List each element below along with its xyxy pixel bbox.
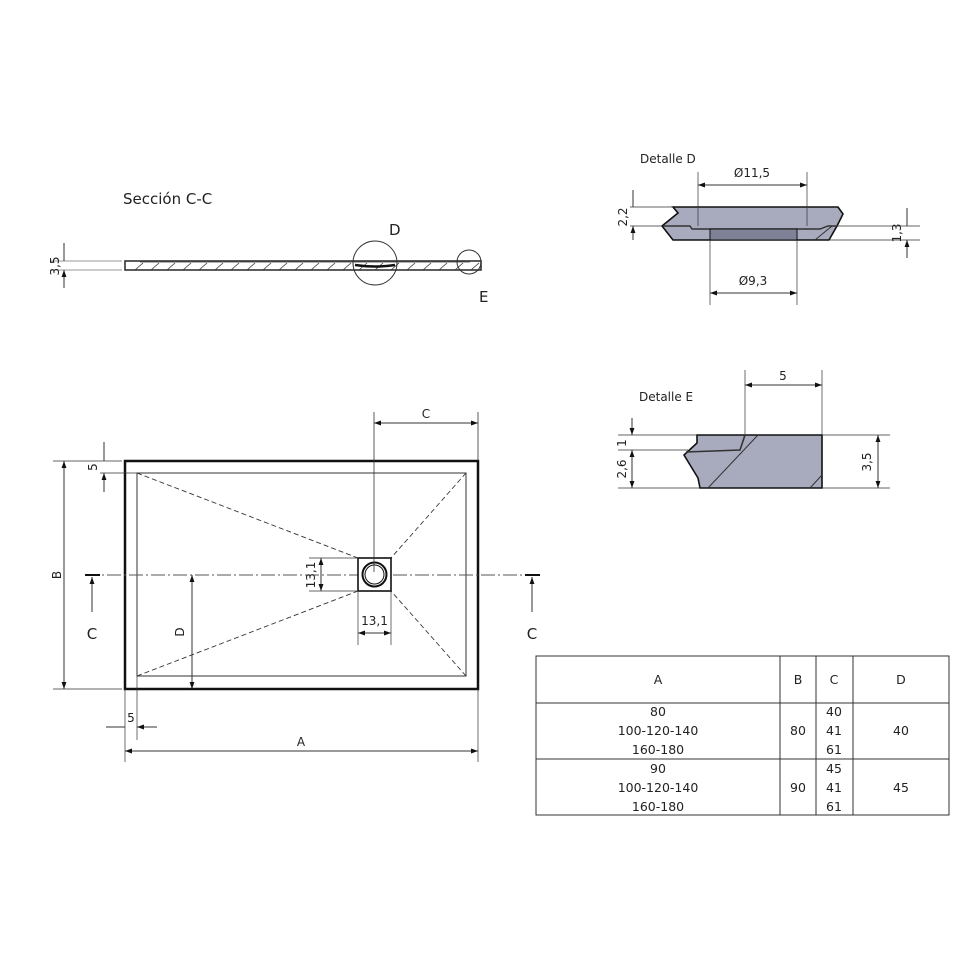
hatch-line: [406, 262, 416, 271]
section-c-c: Sección C-C D E 3,5: [48, 190, 488, 306]
detail-e-circle: [456, 249, 482, 275]
hatch-line: [262, 262, 272, 271]
top-step-label: 1: [615, 439, 629, 447]
hatch-line: [198, 262, 208, 271]
height-total-label: 2,2: [616, 207, 630, 226]
section-title: Sección C-C: [123, 190, 212, 208]
cell-a: 90: [650, 761, 666, 776]
section-label-left: C: [87, 625, 97, 643]
detail-d: Detalle D Ø11,5 Ø9,3 2,2 1,3: [616, 152, 920, 305]
cell-b: 90: [790, 780, 806, 795]
hatch-line: [134, 262, 144, 271]
section-hatching: [134, 262, 480, 271]
width-label: 5: [779, 369, 787, 383]
border-top-label: 5: [86, 463, 100, 471]
header-b: B: [794, 672, 803, 687]
cell-c: 61: [826, 799, 842, 814]
dimension-b-label: B: [50, 571, 64, 579]
detail-e-title: Detalle E: [639, 390, 693, 404]
cell-d: 45: [893, 780, 909, 795]
header-a: A: [654, 672, 663, 687]
detail-d-profile: [660, 206, 844, 241]
header-c: C: [830, 672, 839, 687]
hatch-line: [278, 262, 288, 271]
lower-label: 2,6: [615, 459, 629, 478]
drain-body: [709, 228, 798, 241]
detail-e: Detalle E 5 3,5 1 2,6: [615, 369, 890, 489]
detail-e-profile: [682, 434, 823, 489]
cell-c: 41: [826, 723, 842, 738]
drain-section: [354, 263, 396, 268]
cell-a: 160-180: [632, 742, 684, 757]
border-left-label: 5: [127, 711, 135, 725]
cell-b: 80: [790, 723, 806, 738]
cell-c: 45: [826, 761, 842, 776]
hatch-line: [326, 262, 336, 271]
hatch-line: [454, 262, 464, 271]
hatch-line: [422, 262, 432, 271]
hatch-line: [150, 262, 160, 271]
height-lower-label: 1,3: [890, 223, 904, 242]
hatch-line: [230, 262, 240, 271]
hatch-line: [294, 262, 304, 271]
height-total-label-e: 3,5: [860, 452, 874, 471]
dimension-c-label: C: [422, 407, 430, 421]
section-thickness-label: 3,5: [48, 256, 62, 275]
hatch-line: [246, 262, 256, 271]
plan-view: C C B 5 C 13,1 13,1 D 5 A: [50, 407, 540, 762]
detail-e-callout: E: [479, 288, 488, 306]
cell-c: 40: [826, 704, 842, 719]
slope-lines: [136, 472, 467, 677]
hatch-line: [390, 262, 400, 271]
hatch-line: [166, 262, 176, 271]
cell-d: 40: [893, 723, 909, 738]
cell-a: 160-180: [632, 799, 684, 814]
drain-icon: [361, 561, 388, 588]
dimension-a-label: A: [297, 735, 306, 749]
hatch-line: [182, 262, 192, 271]
header-d: D: [896, 672, 906, 687]
inner-diameter-label: Ø9,3: [739, 274, 768, 288]
dimension-d-label: D: [173, 627, 187, 636]
hatch-line: [470, 262, 480, 271]
cell-c: 61: [826, 742, 842, 757]
detail-d-title: Detalle D: [640, 152, 696, 166]
cell-a: 100-120-140: [618, 780, 699, 795]
detail-d-callout: D: [389, 221, 401, 239]
hatch-line: [342, 262, 352, 271]
cell-a: 100-120-140: [618, 723, 699, 738]
hatch-line: [310, 262, 320, 271]
section-label-right: C: [527, 625, 537, 643]
outer-diameter-label: Ø11,5: [734, 166, 770, 180]
drain-height-label: 13,1: [304, 562, 318, 589]
hatch-line: [438, 262, 448, 271]
hatch-line: [214, 262, 224, 271]
cell-c: 41: [826, 780, 842, 795]
cell-a: 80: [650, 704, 666, 719]
detail-d-circle: [352, 240, 398, 286]
dimension-table: A B C D 80 100-120-140 160-180 80 40 41 …: [535, 655, 950, 816]
drain-width-label: 13,1: [361, 614, 388, 628]
